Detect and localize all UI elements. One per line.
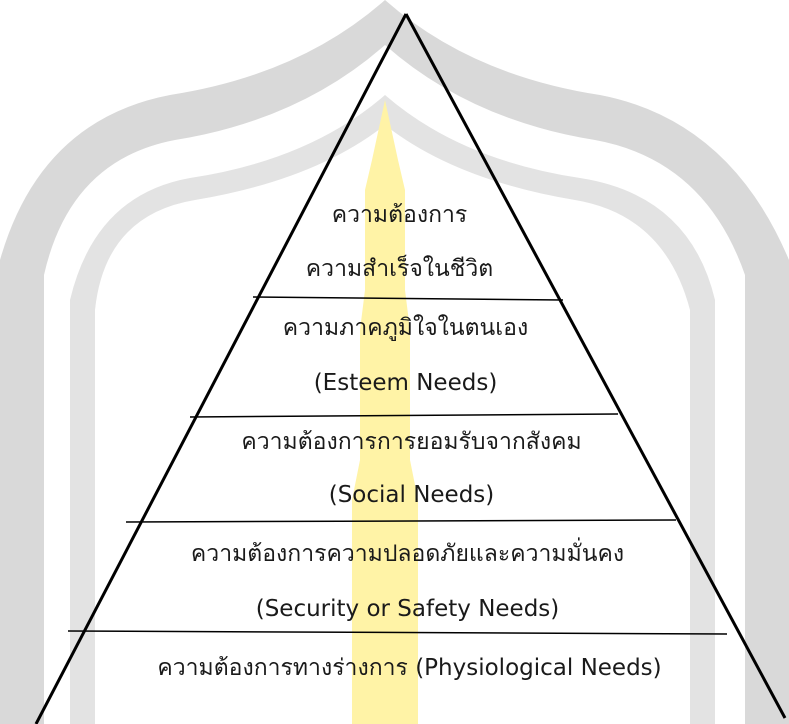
level-esteem-line2: (Esteem Needs) [313,370,498,396]
level-physiological: ความต้องการทางร่างการ (Physiological Nee… [157,655,662,681]
divider-4 [67,630,728,635]
level-safety-line2: (Security or Safety Needs) [255,596,560,622]
level-social-line2: (Social Needs) [328,482,495,508]
divider-1 [252,296,564,301]
divider-2 [189,413,619,418]
pyramid-right-edge [404,13,787,719]
level-esteem-line1: ความภาคภูมิใจในตนเอง [282,315,529,341]
level-safety-line1: ความต้องการความปลอดภัยและความมั่นคง [190,541,625,567]
pyramid-left-edge [34,13,408,724]
level-self-actualization-line1: ความต้องการ [331,202,468,228]
level-social-line1: ความต้องการการยอมรับจากสังคม [241,429,582,455]
watermark-spire [352,100,418,724]
level-self-actualization-line2: ความสำเร็จในชีวิต [305,256,494,282]
divider-3 [125,519,677,523]
